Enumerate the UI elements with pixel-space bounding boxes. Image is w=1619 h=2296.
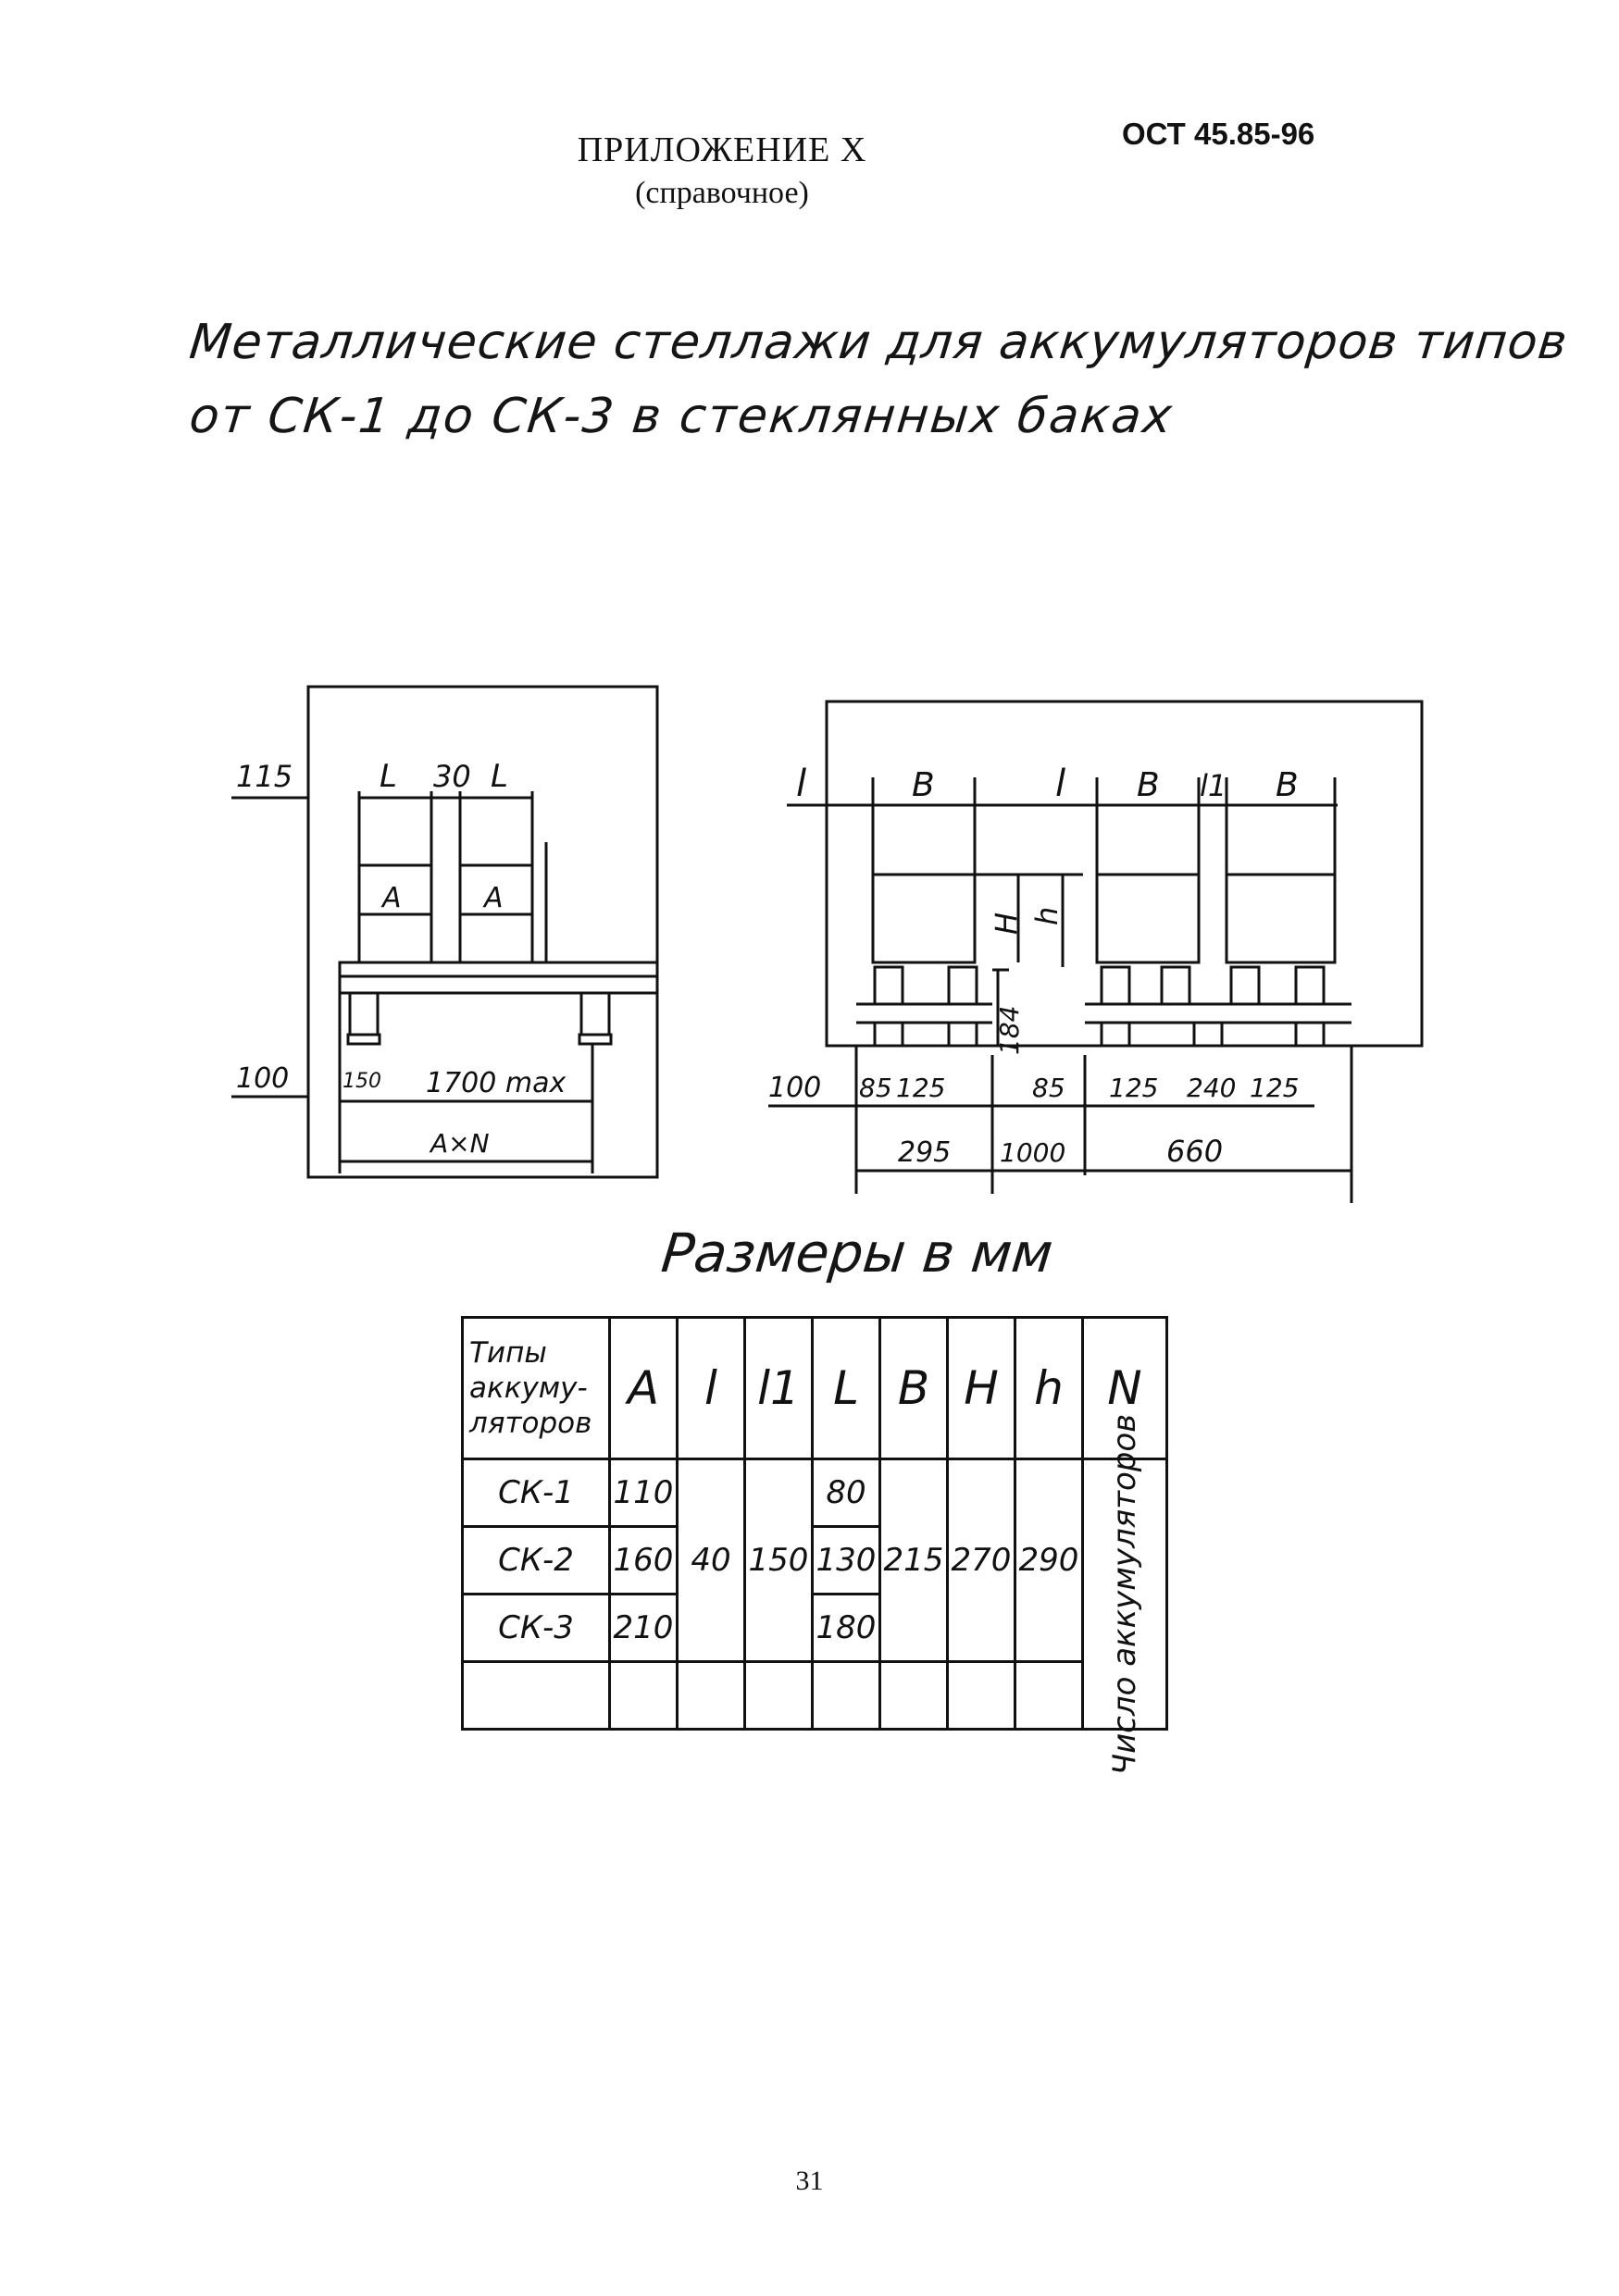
dim-150: 150 <box>342 1070 381 1093</box>
header-col-h: h <box>1014 1316 1084 1460</box>
row-l-merged: 40 <box>676 1458 746 1663</box>
header-types-cell: Типы аккуму- ляторов <box>461 1316 611 1460</box>
right-rack-drawing <box>768 700 1424 1203</box>
appendix-title: ПРИЛОЖЕНИЕ X <box>577 130 867 169</box>
row-L: 80 <box>811 1458 881 1528</box>
dim-H: H <box>989 912 1024 935</box>
table-row: СК-1 110 40 150 80 215 270 290 Число акк… <box>461 1413 1168 1775</box>
empty-cell <box>608 1660 679 1731</box>
header-types-line3: ляторов <box>469 1407 592 1440</box>
page-number: 31 <box>795 2166 824 2196</box>
dim-295: 295 <box>898 1136 951 1169</box>
table-row: СК-2 160 130 <box>461 1525 1167 1595</box>
label-A-left: A <box>380 882 402 914</box>
header-col-H: H <box>946 1316 1016 1460</box>
header-col-A: A <box>608 1316 679 1460</box>
dimensions-title: Размеры в мм <box>658 1222 1056 1285</box>
dim-L-right: L <box>491 758 508 795</box>
dim-30: 30 <box>433 759 471 794</box>
row-A: 160 <box>608 1525 679 1595</box>
dimensions-table: Типы аккуму- ляторов A l l1 L B H h N СК… <box>461 1316 1168 1775</box>
dim-l1: l1 <box>1200 768 1227 803</box>
dim-100-left: 100 <box>236 1062 289 1095</box>
row-h-merged: 290 <box>1014 1458 1084 1663</box>
dim-l-mid: l <box>1055 763 1065 805</box>
dim-AxN: A×N <box>429 1128 490 1159</box>
header-types-line1: Типы <box>469 1336 547 1370</box>
dim-115: 115 <box>236 759 293 794</box>
table-row-empty <box>461 1660 1167 1731</box>
dim-125-c: 125 <box>1250 1073 1299 1103</box>
dim-240: 240 <box>1187 1073 1236 1103</box>
dim-85-b: 85 <box>1032 1073 1065 1103</box>
document-code: ОСТ 45.85-96 <box>1122 117 1315 151</box>
dim-B-3: B <box>1276 766 1299 804</box>
dim-125-a: 125 <box>896 1073 945 1103</box>
dim-125-b: 125 <box>1109 1073 1158 1103</box>
row-L: 130 <box>811 1525 881 1595</box>
header-col-N: N <box>1081 1316 1168 1460</box>
row-type: СК-2 <box>461 1525 611 1595</box>
row-A: 210 <box>608 1593 679 1663</box>
left-rack-drawing <box>231 685 659 1179</box>
dim-660: 660 <box>1166 1134 1223 1169</box>
header-col-l: l <box>676 1316 746 1460</box>
dim-1000: 1000 <box>1000 1137 1065 1168</box>
header-col-l1: l1 <box>743 1316 814 1460</box>
dim-B-1: B <box>912 766 935 804</box>
dim-85-a: 85 <box>859 1073 892 1103</box>
header-col-B: B <box>878 1316 949 1460</box>
label-A-right: A <box>482 882 504 914</box>
header-types-line2: аккуму- <box>469 1371 588 1405</box>
empty-cell <box>811 1660 881 1731</box>
dim-1700-max: 1700 max <box>426 1067 566 1099</box>
dim-B-2: B <box>1137 766 1160 804</box>
empty-cell <box>743 1660 814 1731</box>
empty-cell <box>461 1660 611 1731</box>
table-header-row: Типы аккуму- ляторов A l l1 L B H h N <box>461 1316 1168 1460</box>
row-N-note: Число аккумуляторов <box>1081 1413 1168 1775</box>
empty-cell <box>946 1660 1016 1731</box>
dim-h: h <box>1029 907 1065 925</box>
empty-cell <box>878 1660 949 1731</box>
row-B-merged: 215 <box>878 1458 949 1663</box>
row-H-merged: 270 <box>946 1458 1016 1663</box>
row-type: СК-1 <box>461 1458 611 1528</box>
appendix-subtitle: (справочное) <box>635 176 809 210</box>
dim-100-right: 100 <box>768 1072 821 1104</box>
table-row: СК-3 210 180 <box>461 1593 1167 1663</box>
dim-l-left: l <box>796 763 806 805</box>
row-A: 110 <box>608 1458 679 1528</box>
row-L: 180 <box>811 1593 881 1663</box>
row-l1-merged: 150 <box>743 1458 814 1663</box>
dim-L-left: L <box>380 758 397 795</box>
n-note-text: Число аккумуляторов <box>1106 1413 1143 1775</box>
empty-cell <box>1014 1660 1084 1731</box>
dim-184: 184 <box>994 1006 1025 1055</box>
empty-cell <box>676 1660 746 1731</box>
header-col-L: L <box>811 1316 881 1460</box>
row-type: СК-3 <box>461 1593 611 1663</box>
technical-drawing: 115 L 30 L A A 100 150 1700 max A×N l B … <box>231 685 1424 1203</box>
